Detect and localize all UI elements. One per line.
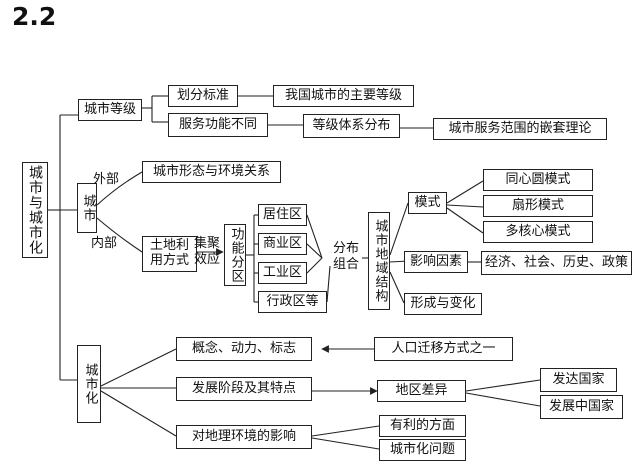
node-functional-zones: 功能分区: [224, 224, 246, 286]
node-population-migration: 人口迁移方式之一: [374, 337, 513, 361]
node-main-city-grades: 我国城市的主要等级: [273, 85, 414, 107]
label-outer: 外部: [93, 172, 120, 187]
zone-industrial: 工业区: [258, 262, 307, 284]
zone-residential: 居住区: [258, 204, 307, 226]
node-urban-regional-structure: 城市地域结构: [368, 212, 390, 310]
agglomeration-text: 集聚效应: [194, 236, 221, 267]
distribution-text: 分布组合: [333, 241, 360, 272]
node-factor-list: 经济、社会、历史、政策: [481, 251, 632, 275]
node-city-form-environment: 城市形态与环境关系: [142, 161, 281, 183]
node-environmental-impact: 对地理环境的影响: [176, 425, 312, 449]
node-nested-service-theory: 城市服务范围的嵌套理论: [433, 118, 607, 140]
label-inner: 内部: [91, 236, 118, 251]
node-urbanization-problems: 城市化问题: [379, 439, 466, 461]
land-use-text: 土地利用方式: [149, 238, 189, 268]
root-urban-and-urbanization: 城市与城市化: [22, 162, 48, 258]
node-city-grade: 城市等级: [78, 99, 142, 121]
node-hierarchy-distribution: 等级体系分布: [303, 114, 400, 138]
node-developing-countries: 发展中国家: [540, 395, 623, 419]
node-classification-criteria: 划分标准: [168, 85, 238, 107]
section-heading: 2.2: [12, 2, 57, 31]
node-agglomeration: 集聚效应: [194, 236, 222, 268]
zone-administrative: 行政区等: [258, 291, 327, 313]
node-developed-countries: 发达国家: [540, 368, 617, 392]
node-regional-differences: 地区差异: [377, 380, 466, 402]
model-concentric: 同心圆模式: [483, 169, 593, 191]
node-models: 模式: [408, 192, 447, 214]
node-distribution-combination: 分布组合: [333, 241, 361, 273]
node-influencing-factors: 影响因素: [404, 251, 468, 273]
node-development-stages: 发展阶段及其特点: [176, 377, 312, 401]
node-different-service-functions: 服务功能不同: [168, 113, 268, 137]
node-city: 城市: [77, 183, 97, 233]
model-sector: 扇形模式: [483, 195, 593, 217]
model-multiple-nuclei: 多核心模式: [483, 221, 593, 243]
node-formation-change: 形成与变化: [404, 293, 482, 315]
node-land-use: 土地利用方式: [142, 236, 197, 272]
node-concept-drivers-indicators: 概念、动力、标志: [176, 337, 312, 361]
node-favorable-aspects: 有利的方面: [379, 415, 466, 437]
zone-commercial: 商业区: [258, 233, 307, 255]
node-urbanization: 城市化: [77, 345, 101, 423]
